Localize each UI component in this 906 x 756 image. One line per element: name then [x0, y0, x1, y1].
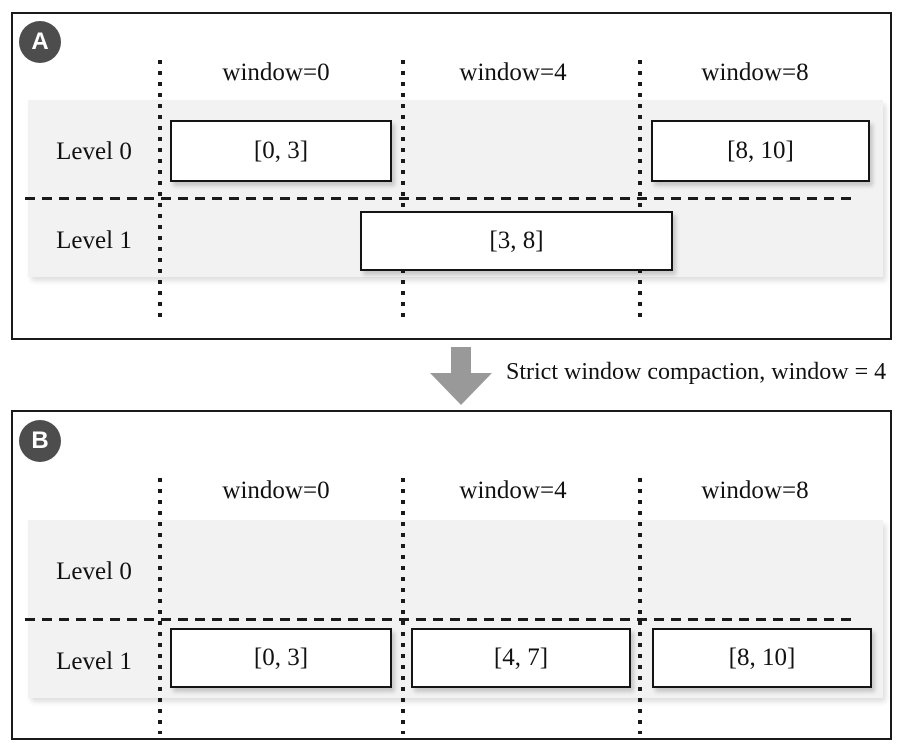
window-boundary-dotted-line	[638, 478, 642, 734]
column-header-window-4: window=4	[459, 59, 567, 86]
column-header-window-4: window=4	[459, 477, 567, 504]
window-boundary-dotted-line	[158, 60, 162, 322]
window-boundary-dotted-line	[158, 478, 162, 734]
transition-label: Strict window compaction, window = 4	[506, 359, 887, 385]
window-boundary-dotted-line	[401, 60, 405, 322]
run-box: [8, 10]	[651, 120, 870, 182]
down-arrow-icon	[430, 347, 492, 405]
down-arrow-head	[430, 373, 492, 405]
run-box: [3, 8]	[360, 211, 673, 271]
window-boundary-dotted-line	[638, 60, 642, 322]
panel-b: B window=0 window=4 window=8 Level 0 Lev…	[11, 410, 892, 740]
run-box: [4, 7]	[411, 628, 631, 688]
row-label-level-0: Level 0	[56, 558, 132, 585]
run-box: [0, 3]	[170, 628, 392, 688]
panel-a-badge: A	[19, 21, 61, 63]
column-header-window-8: window=8	[701, 477, 809, 504]
column-header-window-0: window=0	[222, 477, 330, 504]
column-header-window-8: window=8	[701, 59, 809, 86]
column-header-window-0: window=0	[222, 59, 330, 86]
row-label-level-0: Level 0	[56, 138, 132, 165]
panel-b-badge: B	[19, 420, 61, 462]
row-label-level-1: Level 1	[56, 227, 132, 254]
window-boundary-dotted-line	[401, 478, 405, 734]
down-arrow-shaft	[451, 347, 471, 373]
row-label-level-1: Level 1	[56, 648, 132, 675]
level-divider-dashed-line	[25, 618, 851, 621]
run-box: [0, 3]	[170, 120, 392, 182]
run-box: [8, 10]	[652, 628, 872, 688]
level-divider-dashed-line	[25, 197, 851, 200]
panel-a: A window=0 window=4 window=8 Level 0 Lev…	[11, 12, 892, 340]
